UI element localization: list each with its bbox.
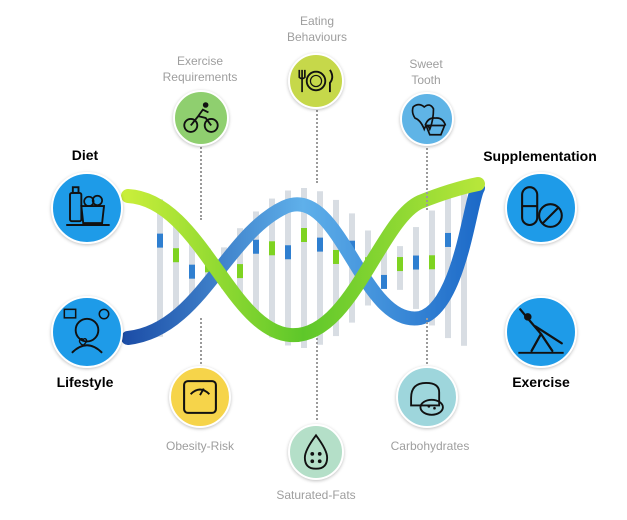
- node-supplementation[interactable]: [505, 172, 577, 244]
- dna-rung: [269, 198, 275, 338]
- dna-rung: [253, 211, 259, 325]
- dna-rung: [285, 190, 291, 346]
- yoga-stretch-icon: [518, 308, 564, 354]
- dna-rung-segment: [285, 245, 291, 260]
- node-exercise-requirements[interactable]: [173, 90, 229, 146]
- dna-rungs: [157, 188, 467, 348]
- dna-rung-segment: [413, 255, 419, 270]
- dna-rung: [381, 249, 387, 287]
- label-supplementation: Supplementation: [483, 148, 597, 164]
- dna-rung-segment: [333, 249, 339, 264]
- dna-rung-segment: [381, 274, 387, 289]
- dna-rung: [317, 191, 323, 345]
- dna-rung-segment: [397, 257, 403, 272]
- node-lifestyle[interactable]: [51, 296, 123, 368]
- dna-strand-green: [121, 177, 485, 343]
- dna-rung-segment: [429, 255, 435, 270]
- dna-rung-segment: [445, 232, 451, 247]
- tooth-cupcake-icon: [411, 103, 447, 136]
- dna-rung-segment: [237, 264, 243, 279]
- dna-rung: [173, 212, 179, 324]
- dna-strand-blue: [121, 181, 485, 345]
- dna-rung-segment: [269, 241, 275, 256]
- node-carbohydrates[interactable]: [396, 366, 458, 428]
- node-exercise[interactable]: [505, 296, 577, 368]
- connector-carbs: [426, 318, 428, 368]
- dna-rung: [301, 188, 307, 348]
- dna-rung-segment: [189, 264, 195, 279]
- label-lifestyle: Lifestyle: [56, 374, 114, 390]
- dna-rung: [445, 197, 451, 339]
- label-diet: Diet: [71, 147, 99, 163]
- connector-sweet: [426, 140, 428, 210]
- scale-icon: [183, 380, 217, 414]
- dna-rung: [157, 199, 163, 337]
- connector-obesity: [200, 318, 202, 368]
- potato-bread-icon: [410, 382, 444, 416]
- dna-rung-segment: [301, 228, 307, 243]
- dna-rung-segment: [253, 239, 259, 254]
- label-exercise: Exercise: [512, 374, 570, 390]
- groceries-icon: [66, 186, 110, 226]
- label-carbohydrates: Carbohydrates: [390, 439, 470, 453]
- person-heart-icon: [63, 308, 110, 354]
- label-obesity-risk: Obesity-Risk: [165, 439, 234, 453]
- connector-exercise-req: [200, 140, 202, 220]
- dna-rung: [333, 199, 339, 337]
- node-obesity-risk[interactable]: [169, 366, 231, 428]
- dna-rung-segment: [173, 248, 179, 263]
- pills-icon: [521, 186, 563, 228]
- cyclist-icon: [183, 102, 219, 133]
- dna-rung-segment: [157, 233, 163, 248]
- label-saturated-fats: Saturated-Fats: [276, 488, 356, 502]
- node-eating-behaviours[interactable]: [288, 53, 344, 109]
- oil-drop-icon: [303, 433, 329, 470]
- node-sweet-tooth[interactable]: [400, 92, 454, 146]
- plate-cutlery-icon: [298, 69, 334, 93]
- dna-rung-segment: [317, 237, 323, 252]
- node-diet[interactable]: [51, 172, 123, 244]
- connector-saturated: [316, 338, 318, 420]
- dna-rung: [461, 190, 467, 346]
- node-saturated-fats[interactable]: [288, 424, 344, 480]
- connector-eating: [316, 103, 318, 183]
